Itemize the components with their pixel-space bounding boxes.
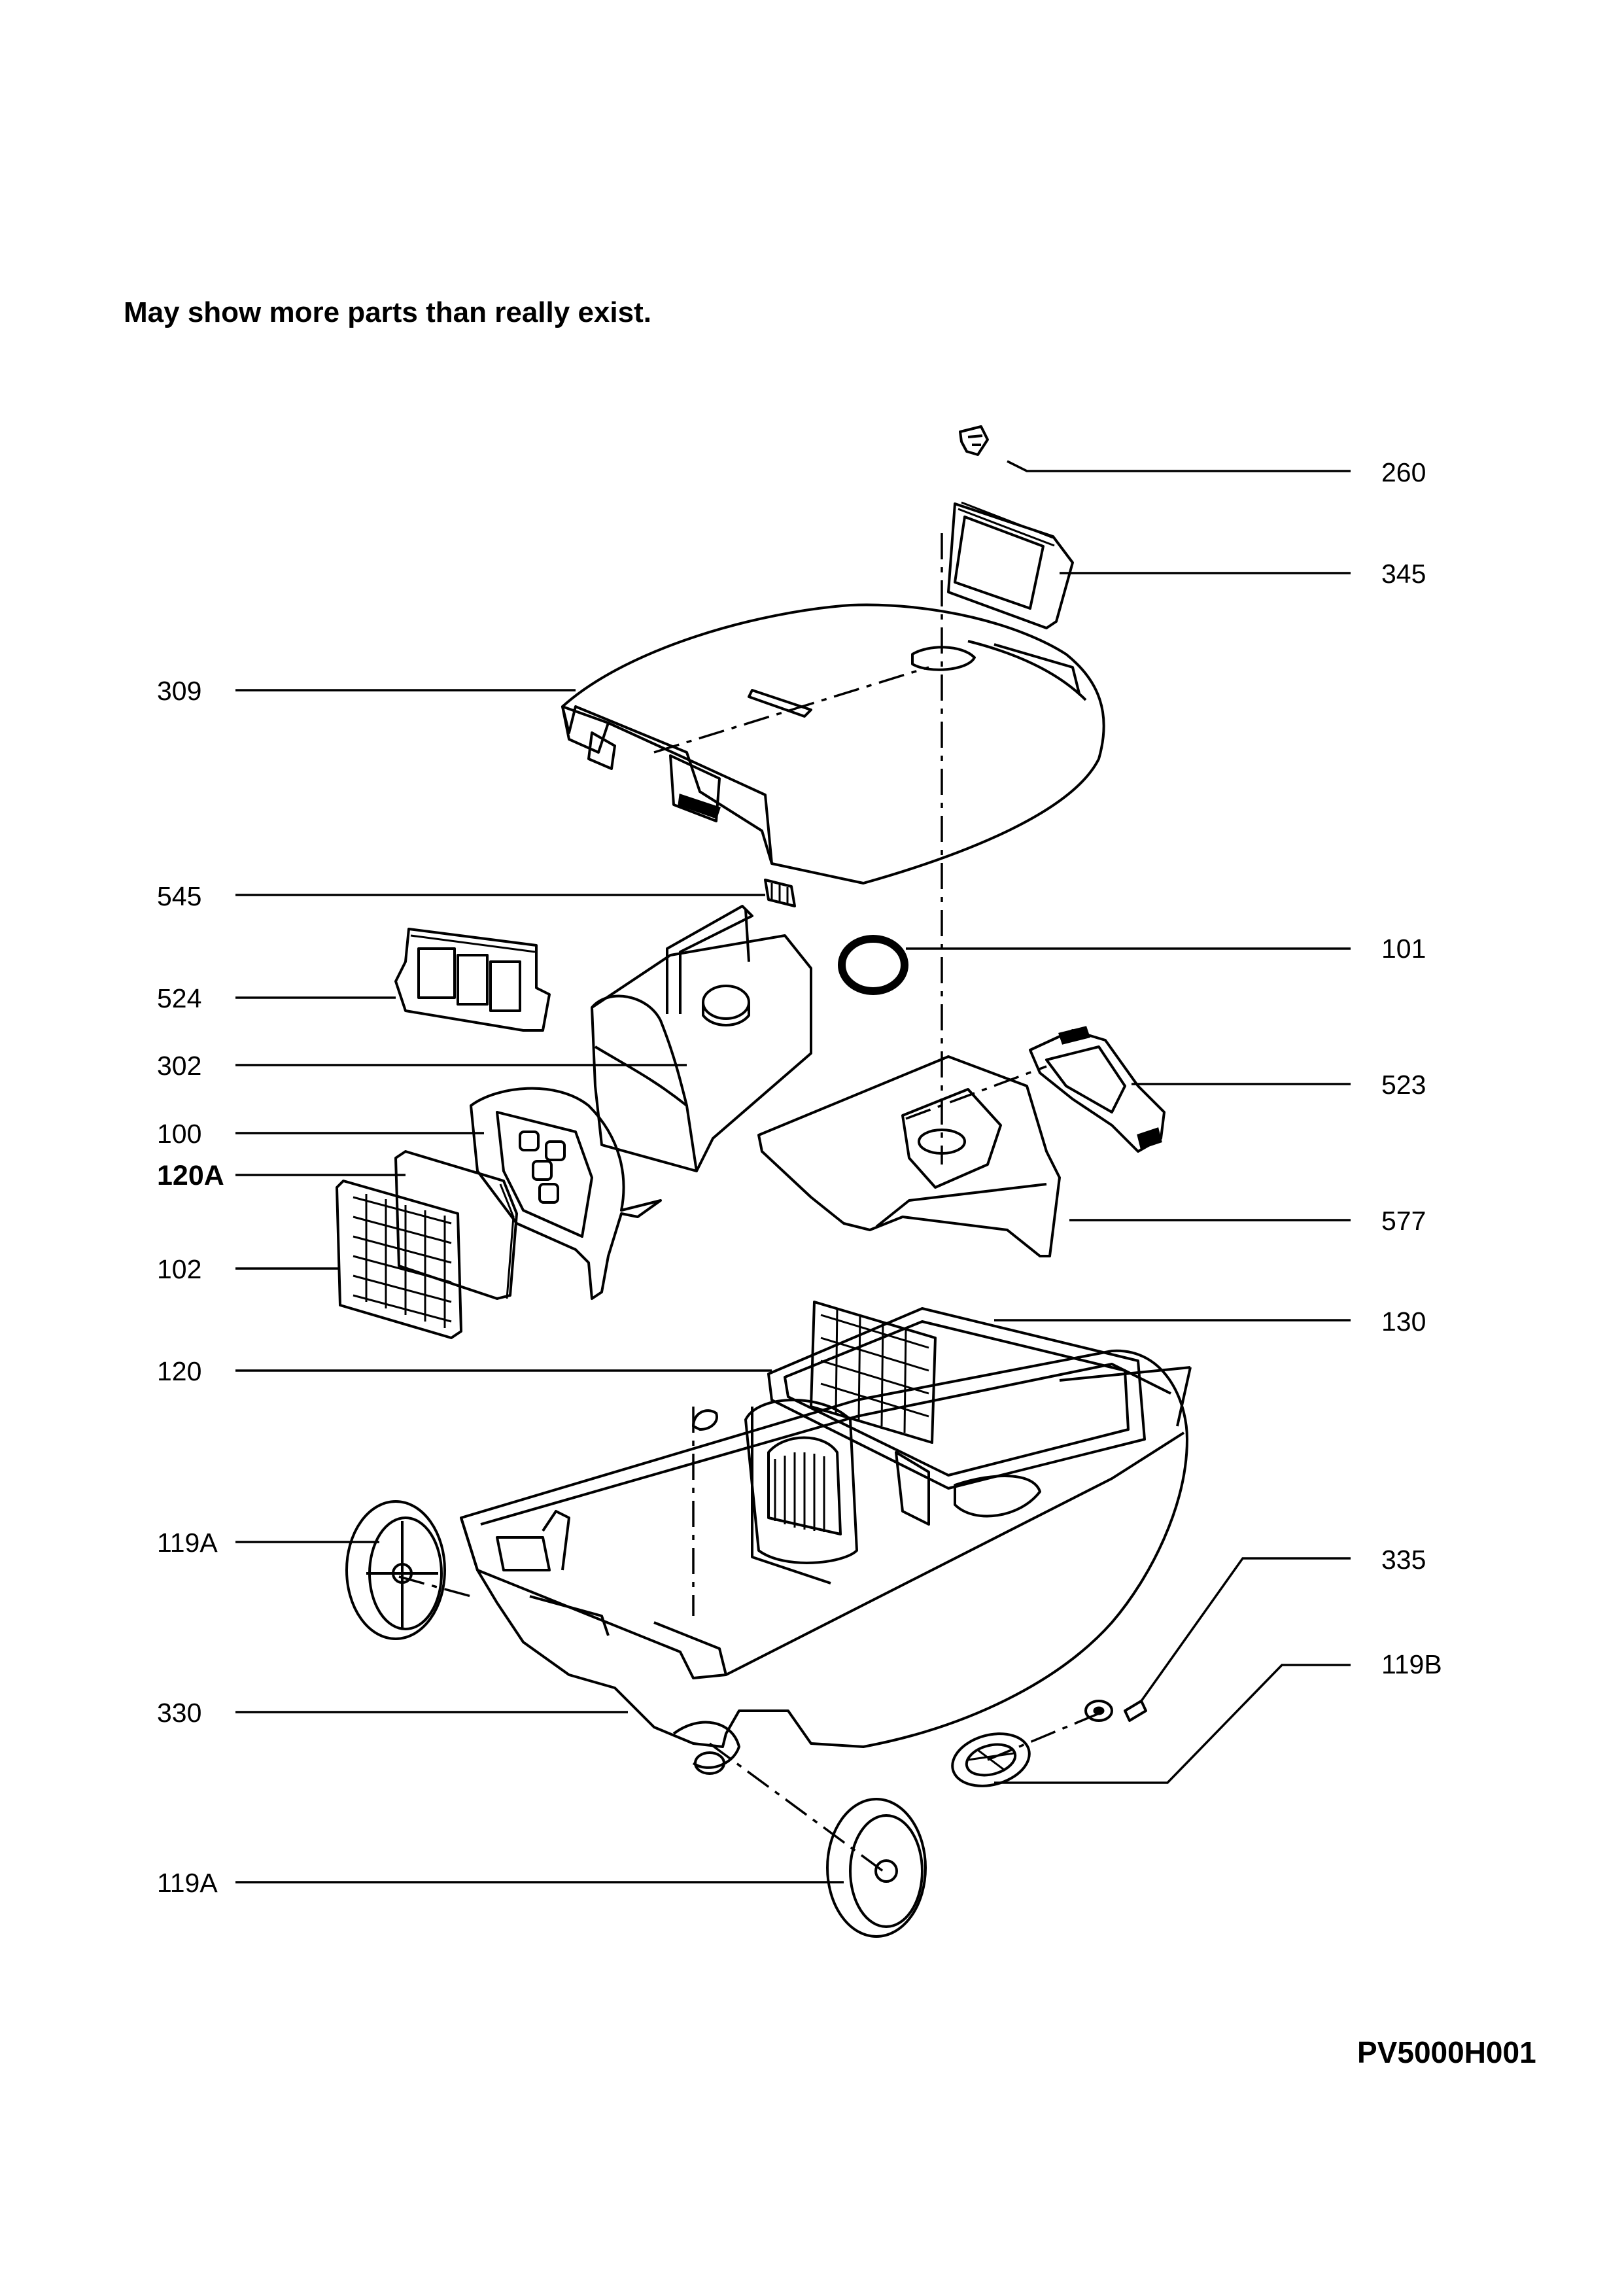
part-345-grille [947,501,1074,629]
part-577-partition [757,1055,1061,1257]
part-524-filter-frame [394,928,551,1032]
axis-filter-bracket [905,1065,1047,1120]
part-label-119a-top: 119A [157,1528,218,1558]
part-label-102: 102 [157,1254,202,1284]
assembly-axes [398,533,1106,1872]
axis-rear-wheel [708,1742,884,1872]
part-101-seal-ring [838,935,908,995]
part-label-101: 101 [1381,934,1426,964]
part-label-119b: 119B [1381,1649,1442,1679]
part-label-523: 523 [1381,1070,1426,1100]
leader-335 [1140,1557,1351,1702]
part-label-100: 100 [157,1119,202,1149]
part-label-130: 130 [1381,1306,1426,1337]
axis-front-wheel [398,1575,472,1598]
axis-cover [653,666,929,754]
part-label-120: 120 [157,1356,202,1386]
axis-right-wheel [987,1709,1106,1761]
part-label-260: 260 [1381,457,1426,487]
part-302-bag-holder [591,905,812,1172]
part-102-filter [336,1180,462,1339]
part-523-bracket [1029,1026,1166,1153]
part-label-335: 335 [1381,1545,1426,1575]
part-119a-wheel-left [345,1500,446,1640]
part-119a-wheel-right [826,1798,927,1938]
leader-260 [1007,460,1351,472]
part-309-cover [561,603,1105,885]
part-120a-panel [394,1150,518,1300]
part-120-filter-screen [810,1301,937,1444]
part-label-309: 309 [157,676,202,706]
part-label-119a-bottom: 119A [157,1868,218,1898]
diagram-note: May show more parts than really exist. [124,296,651,328]
part-label-120a: 120A [157,1160,224,1191]
part-label-330: 330 [157,1698,202,1728]
part-119b-wheel-cap [951,1732,1031,1787]
part-545-clip [764,879,796,907]
diagram-code: PV5000H001 [1357,2035,1536,2069]
part-label-345: 345 [1381,559,1426,589]
part-label-545: 545 [157,881,202,911]
part-100-dust-bag [470,1087,662,1300]
part-260-clip [959,425,989,456]
part-130-filter-tray [767,1307,1146,1490]
part-330-base [460,1349,1192,1775]
leader-lines [235,460,1351,1883]
part-335-axle [1084,1700,1147,1722]
leader-119b [994,1664,1351,1784]
part-label-524: 524 [157,983,202,1013]
part-label-577: 577 [1381,1206,1426,1236]
part-label-302: 302 [157,1051,202,1081]
